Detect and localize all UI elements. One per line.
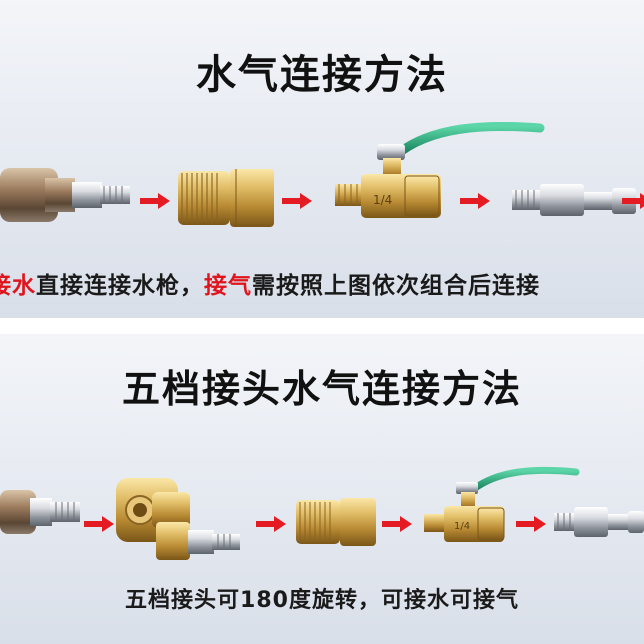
brass-female-quick-coupler-image [178, 169, 274, 227]
brass-female-quick-coupler-image [296, 498, 376, 546]
section-caption: 接水直接连接水枪，接气需按照上图依次组合后连接 [0, 266, 540, 300]
caption-text: 直接连接水枪， [36, 273, 204, 299]
caption-highlight-air: 接气 [204, 273, 252, 299]
pipe-with-quick-connector-image [0, 490, 80, 534]
arrow-right-icon [140, 193, 170, 209]
air-nipple-connector-image [512, 184, 636, 216]
arrow-right-icon [256, 516, 286, 532]
arrow-right-icon [282, 193, 312, 209]
section-caption: 五档接头可180度旋转，可接水可接气 [125, 588, 519, 613]
valve-size-marking: 1/4 [373, 193, 392, 207]
section-five-gear-joint-connection: 五档接头水气连接方法 [0, 334, 644, 644]
section-divider [0, 318, 644, 334]
caption-text: 需按照上图依次组合后连接 [252, 273, 540, 299]
caption-highlight-water: 接水 [0, 273, 36, 299]
arrow-right-icon [622, 193, 644, 209]
five-gear-swivel-joint-image [116, 478, 240, 560]
air-nipple-connector-image [554, 507, 644, 537]
valve-size-marking: 1/4 [454, 521, 470, 532]
brass-ball-valve-image: 1/4 [424, 466, 580, 542]
pipe-with-quick-connector-image [0, 168, 130, 222]
section-title: 水气连接方法 [196, 52, 448, 98]
arrow-right-icon [460, 193, 490, 209]
brass-ball-valve-image: 1/4 [335, 122, 545, 218]
arrow-right-icon [382, 516, 412, 532]
arrow-right-icon [516, 516, 546, 532]
arrow-right-icon [84, 516, 114, 532]
section-water-air-connection: 水气连接方法 [0, 0, 644, 318]
section-title: 五档接头水气连接方法 [121, 367, 522, 411]
